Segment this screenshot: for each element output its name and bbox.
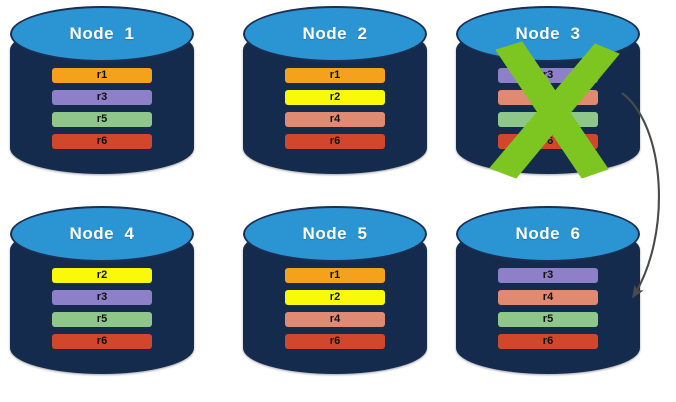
replica-bar[interactable]: r5 [498, 312, 598, 327]
replica-bar[interactable]: r6 [498, 334, 598, 349]
replica-bar[interactable]: r2 [285, 290, 385, 305]
replica-list: r3 r4 r5 r6 [498, 68, 598, 149]
cylinder-top: Node 3 [456, 6, 640, 62]
replica-bar[interactable]: r3 [52, 90, 152, 105]
replica-bar[interactable]: r6 [52, 134, 152, 149]
replica-bar[interactable]: r6 [52, 334, 152, 349]
node-label: Node 2 [302, 24, 368, 43]
node-label: Node 4 [69, 224, 135, 243]
replica-bar[interactable]: r1 [52, 68, 152, 83]
replica-bar[interactable]: r4 [498, 90, 598, 105]
replica-bar[interactable]: r6 [285, 134, 385, 149]
replica-bar[interactable]: r1 [285, 268, 385, 283]
cylinder-top: Node 1 [10, 6, 194, 62]
replica-bar[interactable]: r3 [498, 68, 598, 83]
replica-list: r1 r2 r4 r6 [285, 268, 385, 349]
node-label: Node 5 [302, 224, 368, 243]
replica-bar[interactable]: r6 [498, 134, 598, 149]
replica-bar[interactable]: r4 [285, 112, 385, 127]
node-2[interactable]: Node 2 r1 r2 r4 r6 [243, 6, 427, 184]
node-3[interactable]: Node 3 r3 r4 r5 r6 [456, 6, 640, 184]
replica-bar[interactable]: r1 [285, 68, 385, 83]
replica-list: r1 r2 r4 r6 [285, 68, 385, 149]
replica-list: r1 r3 r5 r6 [52, 68, 152, 149]
node-5[interactable]: Node 5 r1 r2 r4 r6 [243, 206, 427, 384]
node-1[interactable]: Node 1 r1 r3 r5 r6 [10, 6, 194, 184]
replica-bar[interactable]: r5 [498, 112, 598, 127]
cylinder-top: Node 2 [243, 6, 427, 62]
replica-bar[interactable]: r5 [52, 312, 152, 327]
cylinder-top: Node 6 [456, 206, 640, 262]
replica-bar[interactable]: r4 [285, 312, 385, 327]
replica-bar[interactable]: r5 [52, 112, 152, 127]
replica-bar[interactable]: r6 [285, 334, 385, 349]
node-label: Node 3 [515, 24, 581, 43]
node-6[interactable]: Node 6 r3 r4 r5 r6 [456, 206, 640, 384]
replica-bar[interactable]: r3 [498, 268, 598, 283]
cylinder-top: Node 5 [243, 206, 427, 262]
replica-list: r3 r4 r5 r6 [498, 268, 598, 349]
replica-bar[interactable]: r2 [285, 90, 385, 105]
node-4[interactable]: Node 4 r2 r3 r5 r6 [10, 206, 194, 384]
node-label: Node 1 [69, 24, 135, 43]
node-label: Node 6 [515, 224, 581, 243]
cylinder-top: Node 4 [10, 206, 194, 262]
replica-bar[interactable]: r4 [498, 290, 598, 305]
replica-bar[interactable]: r2 [52, 268, 152, 283]
replica-bar[interactable]: r3 [52, 290, 152, 305]
replica-list: r2 r3 r5 r6 [52, 268, 152, 349]
